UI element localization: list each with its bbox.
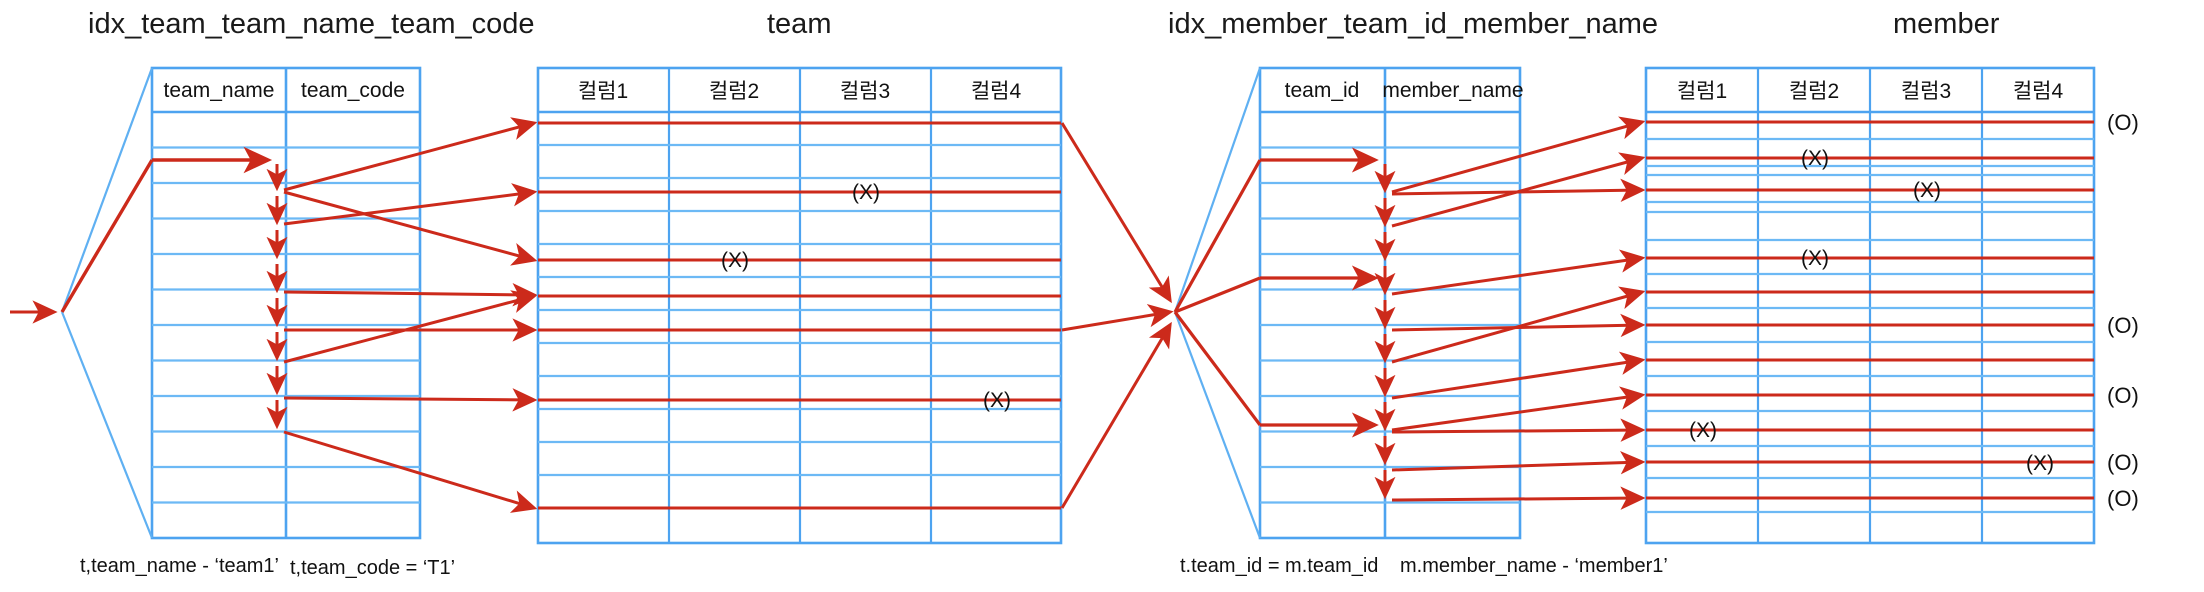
team-to-idx-member-bridge	[1060, 122, 1174, 509]
team-x-mark-row10: (X)	[983, 389, 1011, 412]
member-x-mark-c: (X)	[1801, 247, 1829, 270]
team-x-mark-row3: (X)	[852, 181, 880, 204]
member-col-1: 컬럼1	[1677, 80, 1727, 103]
data-table-member: 컬럼1 컬럼2 컬럼3 컬럼4 (X) (X) (X) (X)	[1644, 66, 2139, 545]
title-member: member	[1893, 8, 2000, 40]
team-col-2: 컬럼2	[709, 80, 759, 103]
team-x-mark-row5: (X)	[721, 249, 749, 272]
fan-lines-idx-team	[60, 67, 154, 539]
index-member-col-member-name: member_name	[1382, 79, 1523, 102]
index-team-col-team-code: team_code	[301, 79, 405, 102]
member-o-mark-3: (O)	[2107, 383, 2139, 408]
team-col-3: 컬럼3	[840, 80, 890, 103]
index-team-seek-path	[60, 146, 273, 313]
member-row-rules	[1646, 137, 2094, 514]
member-x-mark-a: (X)	[1801, 147, 1829, 170]
member-x-mark-d: (X)	[1689, 419, 1717, 442]
data-table-team: 컬럼1 컬럼2 컬럼3 컬럼4 (X) (X) (X)	[536, 66, 1063, 545]
member-col-dividers	[1756, 68, 1984, 543]
index-member-outline	[1258, 66, 1522, 540]
title-idx-team: idx_team_team_name_team_code	[88, 8, 535, 40]
member-o-mark-1: (O)	[2107, 110, 2139, 135]
member-col-4: 컬럼4	[2013, 80, 2064, 103]
member-o-mark-4: (O)	[2107, 450, 2139, 475]
member-x-mark-e: (X)	[2026, 452, 2054, 475]
team-col-1: 컬럼1	[578, 80, 628, 103]
index-member-col-team-id: team_id	[1285, 79, 1360, 102]
team-col-dividers	[667, 68, 933, 543]
member-o-mark-5: (O)	[2107, 486, 2139, 511]
index-member-seek-paths	[1173, 147, 1379, 438]
member-col-2: 컬럼2	[1789, 80, 1839, 103]
team-hit-lines	[538, 121, 1061, 510]
index-table-team: team_name team_code	[150, 66, 422, 540]
caption-join-condition: t.team_id = m.team_id	[1180, 555, 1379, 577]
index-team-to-team-lookups	[283, 117, 538, 513]
member-col-3: 컬럼3	[1901, 80, 1951, 103]
index-team-col-team-name: team_name	[164, 79, 275, 102]
caption-team-name: t,team_name - ‘team1’	[80, 555, 279, 577]
title-idx-member: idx_member_team_id_member_name	[1168, 8, 1659, 40]
caption-team-code: t,team_code = ‘T1’	[290, 557, 456, 579]
team-col-4: 컬럼4	[971, 80, 1022, 103]
caption-member-name: m.member_name - ‘member1’	[1400, 555, 1668, 577]
title-team: team	[767, 8, 832, 40]
member-hit-lines	[1646, 120, 2094, 500]
member-o-mark-2: (O)	[2107, 313, 2139, 338]
fan-lines-idx-member	[1173, 67, 1262, 539]
index-member-to-member-lookups	[1391, 116, 1646, 510]
member-x-mark-b: (X)	[1913, 179, 1941, 202]
